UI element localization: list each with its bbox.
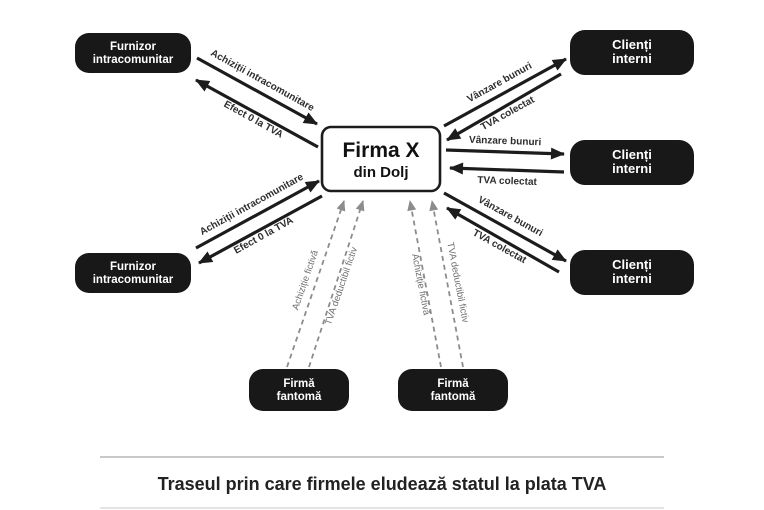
arrow-supplier-top-purchase	[196, 56, 318, 126]
node-client-bottom-box	[570, 250, 694, 295]
label-supplier-bottom-purchase: Achiziții intracomunitare	[198, 172, 306, 238]
node-client-bottom: Clienți interni	[570, 250, 694, 295]
arrows-supplier-bottom: Achiziții intracomunitare Efect 0 la TVA	[195, 172, 323, 265]
arrow-client-top-sale	[443, 57, 567, 128]
node-client-top-line2: interni	[612, 51, 652, 66]
node-phantom-left: Firmă fantomă	[249, 369, 349, 411]
label-client-middle-sale: Vânzare bunuri	[469, 135, 542, 149]
node-phantom-right: Firmă fantomă	[398, 369, 508, 411]
label-supplier-bottom-effect: Efect 0 la TVA	[232, 215, 295, 257]
caption-block: Traseul prin care firmele eludează statu…	[100, 456, 664, 509]
node-supplier-top-line2: intracomunitar	[93, 54, 174, 66]
node-phantom-right-line2: fantomă	[431, 391, 476, 403]
node-client-top: Clienți interni	[570, 30, 694, 75]
arrow-client-top-vat	[446, 72, 562, 142]
node-supplier-bottom-box	[75, 253, 191, 293]
node-client-middle-line2: interni	[612, 161, 652, 176]
label-client-middle-vat: TVA colectat	[477, 175, 537, 188]
node-center-subtitle: din Dolj	[354, 164, 409, 181]
node-client-top-line1: Clienți	[612, 37, 652, 52]
arrow-supplier-bottom-purchase	[195, 179, 320, 250]
arrows-client-bottom: Vânzare bunuri TVA colectat	[443, 191, 567, 274]
node-phantom-left-line2: fantomă	[277, 391, 322, 403]
node-supplier-bottom-line2: intracomunitar	[93, 274, 174, 286]
node-center-box	[320, 125, 442, 193]
node-supplier-bottom-line1: Furnizor	[110, 261, 157, 273]
arrow-phantom-left-vat	[308, 200, 365, 368]
node-client-middle-line1: Clienți	[612, 147, 652, 162]
label-phantom-right-purchase: Achiziție fictivă	[409, 253, 432, 317]
node-client-middle: Clienți interni	[570, 140, 694, 185]
arrow-phantom-right-purchase	[407, 200, 442, 368]
node-center-title: Firma X	[342, 139, 419, 162]
node-client-bottom-line1: Clienți	[612, 257, 652, 272]
node-supplier-top: Furnizor intracomunitar	[75, 33, 191, 73]
arrow-client-bottom-sale	[443, 191, 567, 263]
arrows-supplier-top: Achiziții intracomunitare Efect 0 la TVA	[195, 48, 319, 149]
label-phantom-right-vat: TVA deductibil fictiv	[444, 241, 470, 324]
node-phantom-right-box	[398, 369, 508, 411]
node-supplier-bottom: Furnizor intracomunitar	[75, 253, 191, 293]
node-center-firm: Firma X din Dolj	[320, 125, 442, 193]
label-client-top-vat: TVA colectat	[479, 94, 537, 133]
arrow-phantom-right-vat	[429, 200, 464, 368]
arrows-client-top: Vânzare bunuri TVA colectat	[443, 57, 567, 142]
node-supplier-top-box	[75, 33, 191, 73]
node-supplier-top-line1: Furnizor	[110, 41, 157, 53]
node-client-middle-box	[570, 140, 694, 185]
arrow-client-bottom-vat	[446, 206, 560, 274]
caption-text: Traseul prin care firmele eludează statu…	[158, 474, 607, 494]
node-phantom-left-line1: Firmă	[283, 378, 315, 390]
arrow-client-middle-vat	[449, 162, 565, 175]
arrow-supplier-bottom-effect	[198, 194, 323, 265]
node-phantom-right-line1: Firmă	[437, 378, 469, 390]
label-phantom-left-vat: TVA deductibil fictiv	[323, 246, 360, 327]
node-client-top-box	[570, 30, 694, 75]
arrow-supplier-top-effect	[195, 78, 319, 149]
arrows-phantom-left: Achiziție fictivă TVA deductibil fictiv	[286, 200, 365, 368]
arrow-phantom-left-purchase	[286, 200, 346, 368]
label-supplier-top-effect: Efect 0 la TVA	[222, 99, 285, 141]
node-client-bottom-line2: interni	[612, 271, 652, 286]
arrows-phantom-right: Achiziție fictivă TVA deductibil fictiv	[407, 200, 471, 368]
node-phantom-left-box	[249, 369, 349, 411]
arrow-client-middle-sale	[445, 147, 565, 160]
arrows-client-middle: Vânzare bunuri TVA colectat	[445, 135, 565, 188]
